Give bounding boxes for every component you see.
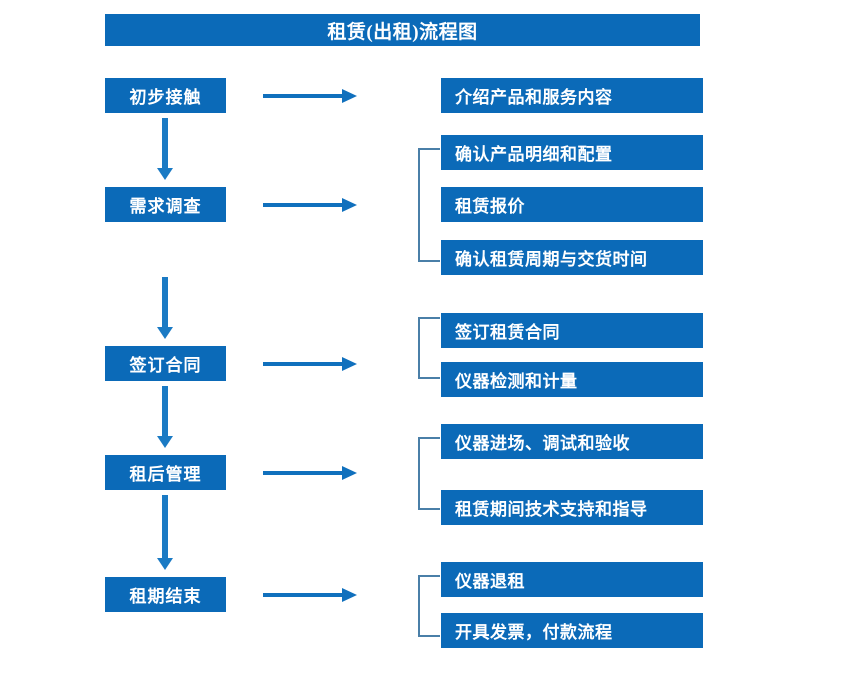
page-title: 租赁(出租)流程图 (105, 14, 700, 46)
horizontal-arrow-2 (263, 198, 357, 212)
detail-box-9[interactable]: 仪器退租 (441, 562, 703, 597)
detail-box-4[interactable]: 确认租赁周期与交货时间 (441, 240, 703, 275)
detail-box-3[interactable]: 租赁报价 (441, 187, 703, 222)
stage-box-3[interactable]: 签订合同 (105, 346, 226, 381)
vertical-arrow-2 (157, 277, 173, 339)
detail-box-7[interactable]: 仪器进场、调试和验收 (441, 424, 703, 459)
stage-box-1[interactable]: 初步接触 (105, 78, 226, 113)
horizontal-arrow-5 (263, 588, 357, 602)
horizontal-arrow-3 (263, 357, 357, 371)
vertical-arrow-3 (157, 386, 173, 448)
group-bracket-4 (418, 437, 440, 510)
detail-box-1[interactable]: 介绍产品和服务内容 (441, 78, 703, 113)
horizontal-arrow-4 (263, 466, 357, 480)
detail-box-6[interactable]: 仪器检测和计量 (441, 362, 703, 397)
detail-box-10[interactable]: 开具发票，付款流程 (441, 613, 703, 648)
vertical-arrow-1 (157, 118, 173, 180)
group-bracket-5 (418, 575, 440, 637)
stage-box-2[interactable]: 需求调查 (105, 187, 226, 222)
detail-box-2[interactable]: 确认产品明细和配置 (441, 135, 703, 170)
horizontal-arrow-1 (263, 89, 357, 103)
detail-box-5[interactable]: 签订租赁合同 (441, 313, 703, 348)
detail-box-8[interactable]: 租赁期间技术支持和指导 (441, 490, 703, 525)
group-bracket-2 (418, 148, 440, 262)
group-bracket-3 (418, 317, 440, 379)
stage-box-5[interactable]: 租期结束 (105, 577, 226, 612)
vertical-arrow-4 (157, 495, 173, 570)
stage-box-4[interactable]: 租后管理 (105, 455, 226, 490)
